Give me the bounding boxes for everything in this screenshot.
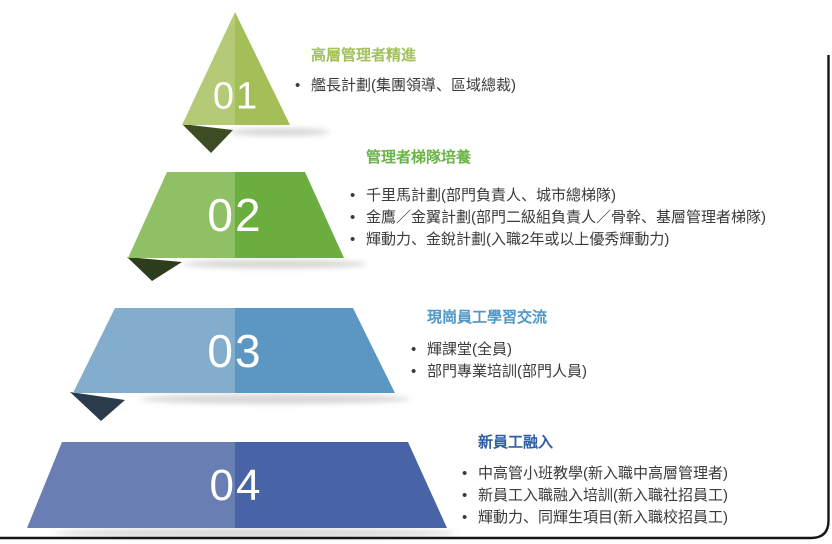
- level-2-fold: [127, 257, 182, 281]
- level-3-item: 部門專業培訓(部門人員): [411, 361, 587, 383]
- level-4-title: 新員工融入: [478, 434, 554, 451]
- level-4-shadow: [55, 528, 455, 538]
- level-2-title: 管理者梯隊培養: [366, 149, 472, 166]
- level-2-text-block: 管理者梯隊培養 千里馬計劃(部門負責人、城市總梯隊) 金鷹／金翼計劃(部門二級組…: [350, 148, 766, 251]
- level-3-text-block: 現崗員工學習交流 輝課堂(全員) 部門專業培訓(部門人員): [411, 308, 587, 383]
- level-3-fold: [70, 392, 125, 421]
- level-1-item-list: 艦長計劃(集團領導、區域總裁): [295, 75, 516, 97]
- level-4-item: 中高管小班教學(新入職中高層管理者): [462, 463, 728, 485]
- level-3-band-left: [73, 308, 235, 393]
- level-2-band-left: [128, 172, 235, 258]
- level-4-number: 04: [209, 461, 263, 510]
- level-3-shadow: [140, 394, 410, 404]
- level-1-text-block: 高層管理者精進 艦長計劃(集團領導、區域總裁): [295, 46, 516, 97]
- level-2-number: 02: [207, 189, 263, 241]
- level-2-item: 千里馬計劃(部門負責人、城市總梯隊): [350, 185, 766, 207]
- level-4-item: 新員工入職融入培訓(新入職社招員工): [462, 485, 728, 507]
- image-border: [0, 55, 830, 540]
- level-3-item-list: 輝課堂(全員) 部門專業培訓(部門人員): [411, 339, 587, 383]
- level-1-band-right: [235, 12, 290, 125]
- level-1-title: 高層管理者精進: [311, 47, 417, 64]
- level-4-item-list: 中高管小班教學(新入職中高層管理者) 新員工入職融入培訓(新入職社招員工) 輝動…: [462, 463, 728, 529]
- level-1-fold: [182, 124, 233, 153]
- level-3-number: 03: [207, 325, 263, 377]
- level-2-item-list: 千里馬計劃(部門負責人、城市總梯隊) 金鷹／金翼計劃(部門二級組負責人／骨幹、基…: [350, 185, 766, 251]
- level-2-item: 金鷹／金翼計劃(部門二級組負責人／骨幹、基層管理者梯隊): [350, 207, 766, 229]
- level-4-band-left: [27, 442, 235, 528]
- level-3-title: 現崗員工學習交流: [427, 309, 548, 326]
- level-3-band-right: [235, 308, 395, 393]
- level-4-text-block: 新員工融入 中高管小班教學(新入職中高層管理者) 新員工入職融入培訓(新入職社招…: [462, 433, 728, 529]
- level-1-number: 01: [212, 75, 260, 118]
- level-1-item: 艦長計劃(集團領導、區域總裁): [295, 75, 516, 97]
- level-4-item: 輝動力、同輝生項目(新入職校招員工): [462, 507, 728, 529]
- level-3-item: 輝課堂(全員): [411, 339, 587, 361]
- level-2-band-right: [235, 172, 344, 258]
- level-2-shadow: [183, 259, 367, 269]
- level-1-shadow: [230, 128, 330, 136]
- level-2-item: 輝動力、金銳計劃(入職2年或以上優秀輝動力): [350, 229, 766, 251]
- level-1-band-left: [182, 12, 235, 125]
- level-4-band-right: [235, 442, 447, 528]
